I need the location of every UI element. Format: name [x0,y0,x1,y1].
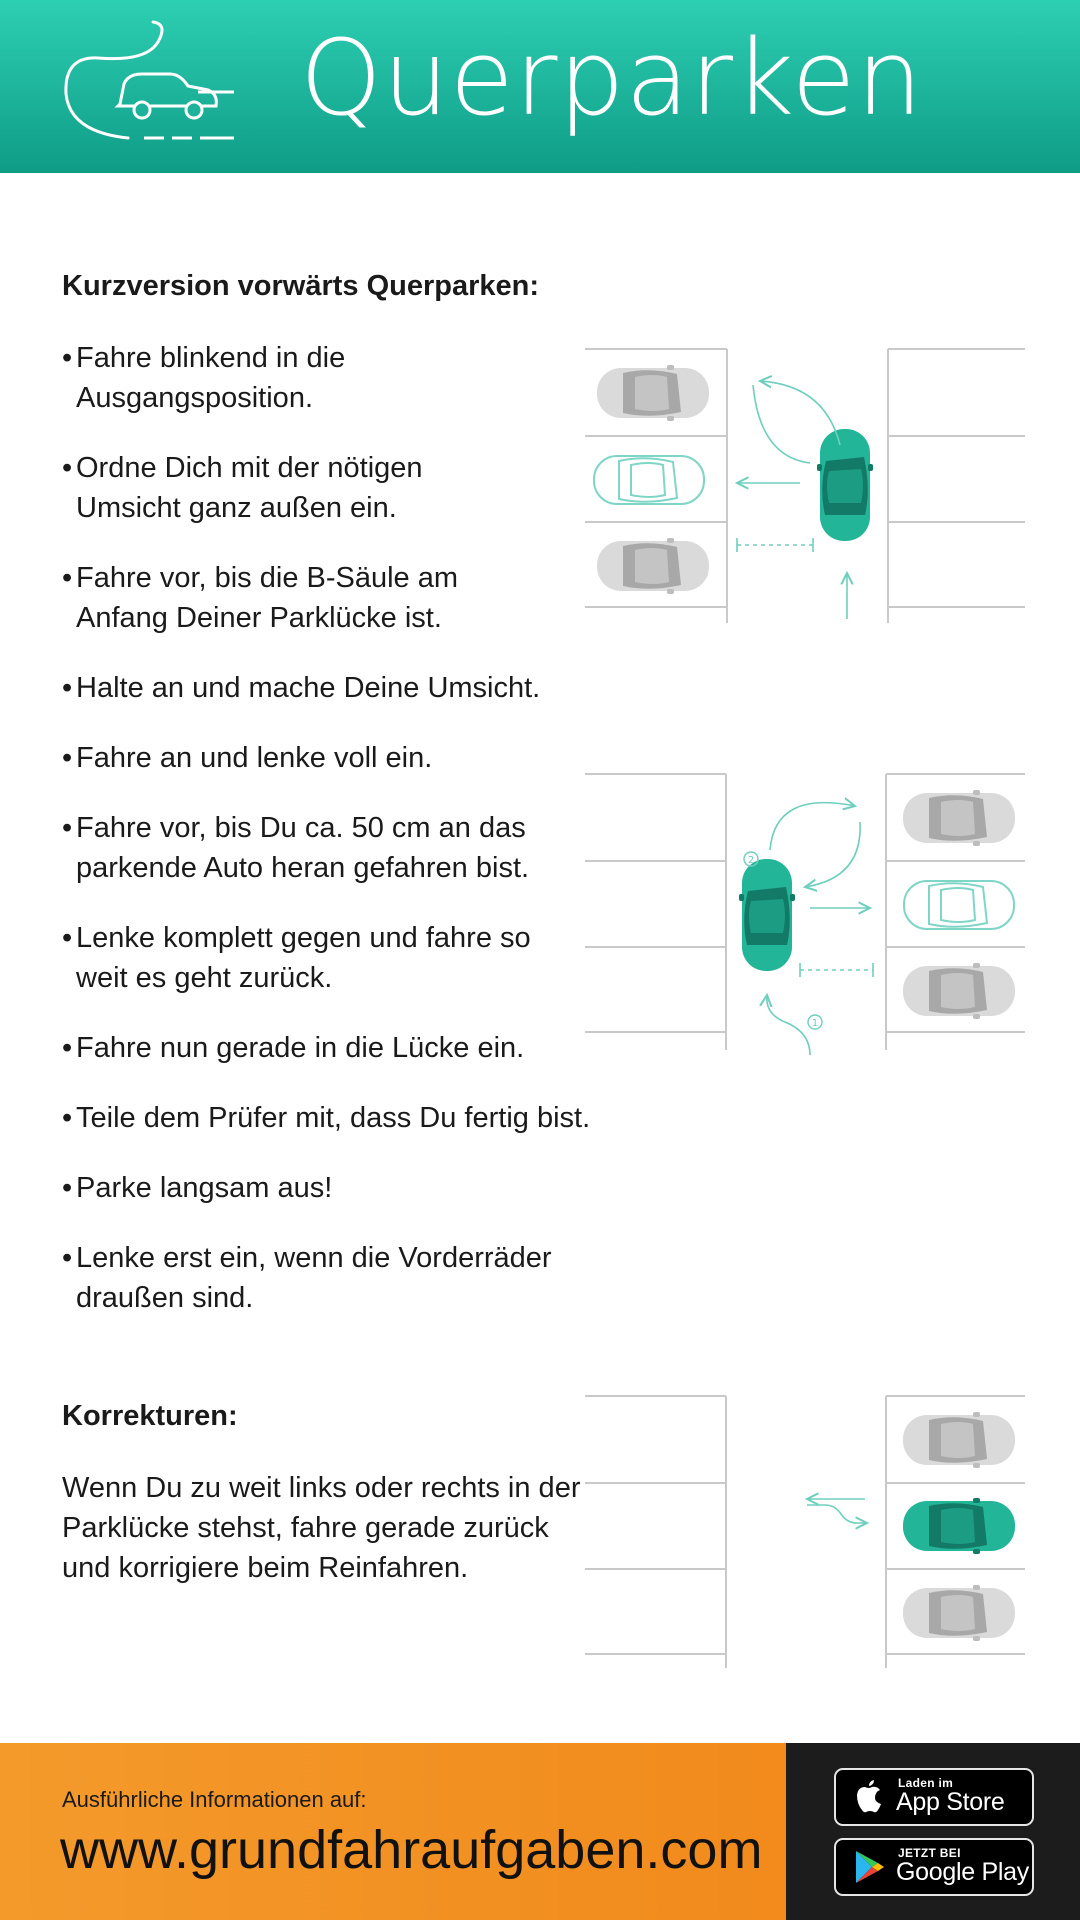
target-car-outline-icon [903,880,1015,930]
parking-diagram-approach [585,348,1025,623]
steps-list: Fahre blinkend in die Ausgangsposition. … [62,338,622,1348]
page-title: Querparken [300,17,924,139]
list-item: Ordne Dich mit der nötigen Umsicht ganz … [62,448,456,528]
list-item: Halte an und mache Deine Umsicht. [62,668,636,708]
list-item: Fahre nun gerade in die Lücke ein. [62,1028,636,1068]
footer-info-panel: Ausführliche Informationen auf: www.grun… [0,1743,786,1920]
corrections-text: Wenn Du zu weit links oder rechts in der… [62,1472,581,1584]
corrected-car-icon [903,1498,1015,1554]
apple-icon [857,1780,881,1813]
list-item: Fahre blinkend in die Ausgangsposition. [62,338,406,418]
app-store-label: App Store [896,1788,1005,1816]
list-item: Lenke erst ein, wenn die Vorderräder dra… [62,1238,596,1318]
app-store-small-label: Laden im [898,1776,954,1790]
footer-label: Ausführliche Informationen auf: [62,1787,367,1812]
parked-car-icon [903,790,1015,846]
parked-car-icon [903,1585,1015,1641]
list-item: Fahre an und lenke voll ein. [62,738,636,778]
parked-car-icon [903,1412,1015,1468]
list-item: Lenke komplett gegen und fahre so weit e… [62,918,546,998]
short-version-heading: Kurzversion vorwärts Querparken: [62,270,540,302]
parked-car-icon [597,365,709,421]
app-store-button[interactable]: Laden im App Store [834,1768,1034,1826]
list-item: Teile dem Prüfer mit, dass Du fertig bis… [62,1098,636,1138]
driving-car-icon [817,429,873,541]
list-item: Fahre vor, bis die B-Säule am Anfang Dei… [62,558,496,638]
car-curve-logo-icon [64,20,234,140]
corrections-heading: Korrekturen: [62,1400,238,1432]
parked-car-icon [597,538,709,594]
parked-car-icon [903,963,1015,1019]
google-play-icon [856,1851,884,1883]
list-item: Fahre vor, bis Du ca. 50 cm an das parke… [62,808,576,888]
target-car-outline-icon [593,455,705,505]
parking-diagram-maneuver: 2 1 [585,773,1025,1056]
driving-car-icon [739,859,795,971]
website-link[interactable]: www.grundfahraufgaben.com [60,1820,763,1880]
google-play-label: Google Play [896,1858,1029,1886]
google-play-small-label: JETZT BEI [898,1846,961,1860]
google-play-button[interactable]: JETZT BEI Google Play [834,1838,1034,1896]
step-label-2: 2 [748,855,754,866]
list-item: Parke langsam aus! [62,1168,636,1208]
header-banner: Querparken [0,0,1080,173]
step-label-1: 1 [812,1018,818,1029]
footer: Ausführliche Informationen auf: www.grun… [0,1743,1080,1920]
parking-diagram-correction [585,1395,1025,1668]
